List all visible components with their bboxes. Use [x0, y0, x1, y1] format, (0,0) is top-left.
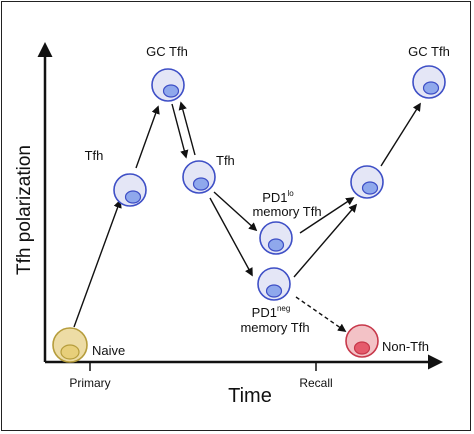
pd1lo-superscript: lo: [288, 189, 295, 198]
pd1neg-superscript: neg: [277, 304, 290, 313]
label-gc-tfh-primary: GC Tfh: [146, 44, 188, 59]
arrow-tfh-to-pd1neg: [209, 197, 253, 277]
label-pd1neg-memory: memory Tfh: [240, 320, 309, 335]
pd1neg-base: PD1: [252, 305, 277, 320]
arrow-naive-to-tfh: [73, 199, 122, 328]
arrow-gctfh-to-tfh: [171, 103, 189, 159]
pd1lo-base: PD1: [262, 190, 287, 205]
pd1neg-memory-tfh-cell: [257, 267, 291, 301]
label-tfh-primary: Tfh: [85, 148, 104, 163]
label-tfh-contraction: Tfh: [216, 153, 235, 168]
arrow-tfh-to-gctfh: [135, 105, 160, 169]
x-tick-label-primary: Primary: [69, 376, 110, 390]
label-pd1neg: PD1neg: [252, 304, 291, 320]
label-non-tfh: Non-Tfh: [382, 339, 429, 354]
label-naive: Naive: [92, 343, 125, 358]
gc-tfh-cell-primary: [151, 68, 185, 102]
pd1lo-memory-tfh-cell: [259, 221, 293, 255]
gc-tfh-cell-recall: [412, 65, 446, 99]
label-gc-tfh-recall: GC Tfh: [408, 44, 450, 59]
arrow-tfh-to-gctfh-return: [178, 101, 196, 156]
label-pd1lo: PD1lo: [262, 189, 294, 205]
y-axis-title: Tfh polarization: [14, 145, 35, 275]
tfh-cell-contraction: [182, 160, 216, 194]
arrow-pd1neg-to-recall-tfh: [293, 203, 358, 278]
naive-cell: [52, 327, 88, 363]
tfh-cell-recall: [350, 165, 384, 199]
x-axis-title: Time: [228, 385, 272, 407]
x-tick-label-recall: Recall: [299, 376, 332, 390]
arrow-recall-tfh-to-gctfh: [380, 102, 421, 167]
non-tfh-cell: [345, 324, 379, 358]
arrow-pd1neg-to-nontfh: [295, 296, 347, 332]
label-pd1lo-memory: memory Tfh: [252, 204, 321, 219]
arrow-tfh-to-pd1lo: [213, 191, 258, 232]
arrow-pd1lo-to-recall-tfh: [299, 197, 355, 234]
tfh-cell-primary: [113, 173, 147, 207]
